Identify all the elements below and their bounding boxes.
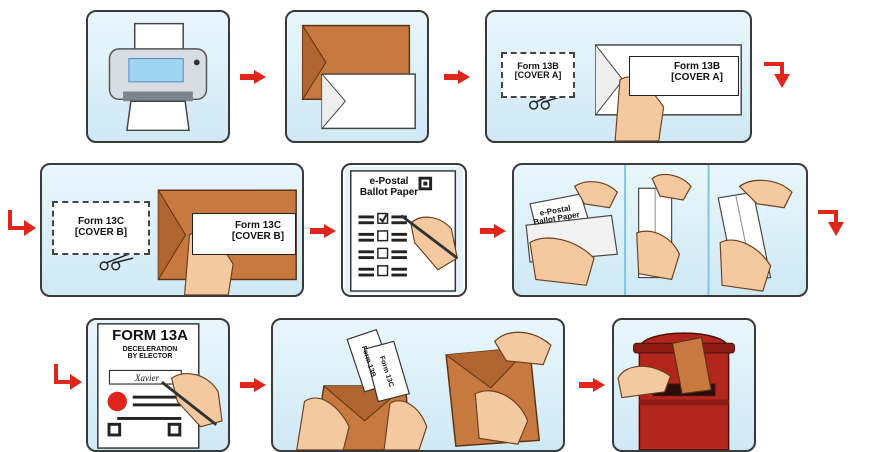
- step-3-form13b-panel: Form 13B [COVER A] Form 13B [COVER A]: [485, 10, 752, 143]
- step-5-ballot-panel: e-Postal Ballot Paper: [341, 163, 467, 297]
- step-8-insert-panel: Form 13B Form 13C: [271, 318, 565, 452]
- seal-icon: [108, 392, 127, 411]
- post-box-icon: [614, 320, 754, 450]
- envelope-cover-a-label: Form 13B [COVER A]: [657, 62, 737, 83]
- envelope-cover-b-subtitle: [COVER B]: [220, 232, 296, 243]
- step-9-postbox-panel: [612, 318, 756, 452]
- qr-code-icon: [419, 177, 433, 191]
- ballot-paper-title: e-Postal: [359, 177, 419, 188]
- arrow-turn-right-icon: [52, 364, 82, 392]
- printer-icon: [88, 12, 228, 141]
- arrow-right-icon: [240, 70, 266, 84]
- qr-code-icon: [168, 423, 182, 437]
- envelope-cover-b-title: Form 13C: [220, 221, 296, 232]
- arrow-right-icon: [444, 70, 470, 84]
- signature: Xavier: [110, 374, 184, 383]
- cover-a-label: Form 13B [COVER A]: [507, 62, 569, 81]
- qr-code-icon: [108, 423, 122, 437]
- envelope-cover-a-subtitle: [COVER A]: [657, 73, 737, 84]
- arrow-right-icon: [579, 378, 605, 392]
- cover-b-label: Form 13C [COVER B]: [60, 217, 142, 238]
- step-4-form13c-panel: Form 13C [COVER B] Form 13C [COVER B]: [40, 163, 304, 297]
- form-13a-subtitle-2: BY ELECTOR: [98, 353, 202, 360]
- envelope-cover-b-label: Form 13C [COVER B]: [220, 221, 296, 242]
- step-7-form13a-panel: FORM 13A DECELERATION BY ELECTOR Xavier: [86, 318, 230, 452]
- arrow-right-icon: [240, 378, 266, 392]
- ballot-paper-subtitle: Ballot Paper: [359, 188, 419, 199]
- arrow-right-icon: [310, 224, 336, 238]
- cover-a-subtitle: [COVER A]: [507, 71, 569, 80]
- cover-b-title: Form 13C: [60, 217, 142, 228]
- form-13a-subheading: DECELERATION BY ELECTOR: [98, 346, 202, 361]
- form-13a-title: FORM 13A: [98, 328, 202, 344]
- step-6-fold-panel: e-Postal Ballot Paper: [512, 163, 808, 297]
- arrow-turn-down-icon: [818, 208, 850, 236]
- step-1-print-panel: [86, 10, 230, 143]
- arrow-right-icon: [480, 224, 506, 238]
- cover-b-subtitle: [COVER B]: [60, 228, 142, 239]
- envelope-cover-a-title: Form 13B: [657, 62, 737, 73]
- envelopes-icon: [287, 12, 427, 141]
- arrow-turn-down-icon: [764, 60, 796, 88]
- form-13a-subtitle-1: DECELERATION: [98, 346, 202, 353]
- step-2-envelopes-panel: [285, 10, 429, 143]
- arrow-turn-right-icon: [6, 210, 36, 238]
- ballot-paper-heading: e-Postal Ballot Paper: [359, 177, 419, 198]
